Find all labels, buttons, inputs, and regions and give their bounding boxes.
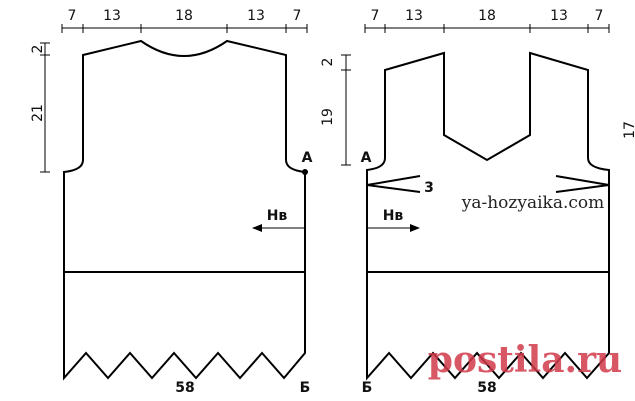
front-piece: 7 13 18 13 7 2 19 3 А Б 58 17 xyxy=(320,8,635,396)
front-outline xyxy=(366,51,610,381)
back-point-a: А xyxy=(302,150,313,166)
back-direction-arrow xyxy=(252,224,305,232)
back-dim-neck: 18 xyxy=(175,8,193,24)
front-dim-shoulder-edge-left: 7 xyxy=(371,8,380,24)
front-edge-label: 17 xyxy=(622,121,635,139)
site-watermark: ya-hozyaika.com xyxy=(461,193,605,213)
brand-watermark: postila.ru xyxy=(428,339,622,381)
back-point-b: Б xyxy=(300,380,311,396)
front-dim-neck: 18 xyxy=(478,8,496,24)
back-point-a-dot xyxy=(302,169,308,175)
front-point-a: А xyxy=(361,150,372,166)
front-dim-armhole-height: 19 xyxy=(320,108,336,126)
front-top-ruler xyxy=(364,24,610,33)
back-dim-shoulder-edge-left: 7 xyxy=(68,8,77,24)
back-dim-armhole-height: 21 xyxy=(30,104,46,122)
front-dart-label: 3 xyxy=(424,180,434,196)
front-dart-left xyxy=(366,175,421,193)
front-dim-shoulder-right: 13 xyxy=(550,8,568,24)
back-dim-shoulder-right: 13 xyxy=(247,8,265,24)
back-top-ruler xyxy=(61,24,308,33)
back-dim-shoulder-slope: 2 xyxy=(30,45,46,54)
back-dim-shoulder-edge-right: 7 xyxy=(293,8,302,24)
front-direction-arrow xyxy=(367,224,420,232)
front-arrow-label: Нв xyxy=(383,208,404,224)
back-dim-shoulder-left: 13 xyxy=(103,8,121,24)
front-dim-shoulder-slope: 2 xyxy=(320,58,336,67)
front-dim-shoulder-edge-right: 7 xyxy=(595,8,604,24)
back-width-label: 58 xyxy=(175,380,194,396)
front-dim-shoulder-left: 13 xyxy=(405,8,423,24)
front-dart-right xyxy=(555,175,610,193)
back-side-ruler xyxy=(40,42,50,173)
front-width-label: 58 xyxy=(477,380,496,396)
back-arrow-label: Нв xyxy=(267,208,288,224)
back-piece: 7 13 18 13 7 2 21 А Б 58 Нв xyxy=(30,8,313,396)
front-side-ruler xyxy=(341,54,351,166)
front-point-b: Б xyxy=(362,380,373,396)
